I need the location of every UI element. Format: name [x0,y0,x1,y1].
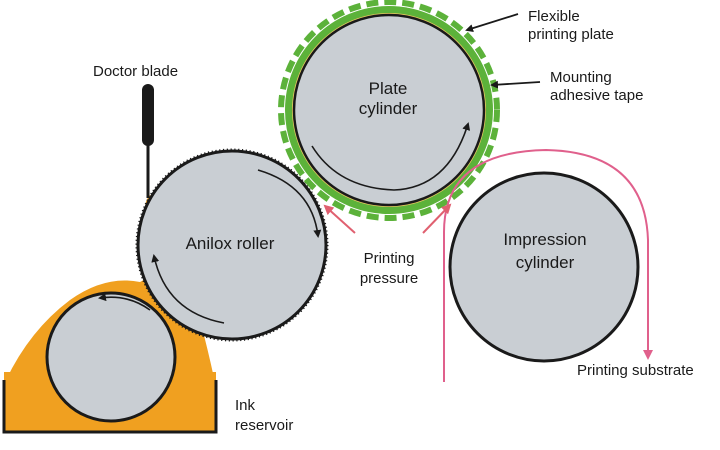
label-mounting-adhesive-tape-1: Mounting [550,69,612,86]
label-printing-pressure-1: Printing [364,250,415,267]
label-plate-cylinder-1: Plate [369,79,408,98]
label-mounting-adhesive-tape-2: adhesive tape [550,87,643,104]
label-ink-reservoir-2: reservoir [235,417,293,434]
doctor-blade [142,84,154,198]
label-impression-cylinder-1: Impression [503,230,586,249]
impression-cylinder [448,171,640,363]
label-printing-substrate: Printing substrate [577,362,694,379]
printing-pressure-arrows [323,203,452,234]
label-plate-cylinder-2: cylinder [359,99,418,118]
plate-cylinder [278,0,500,221]
fountain-roller [45,291,177,423]
label-flexible-printing-plate-2: printing plate [528,26,614,43]
label-impression-cylinder-2: cylinder [516,253,575,272]
label-anilox-roller: Anilox roller [186,234,275,253]
label-printing-pressure-2: pressure [360,270,418,287]
label-ink-reservoir-1: Ink [235,397,256,414]
callout-arrows [465,13,541,89]
printing-substrate-web [443,148,653,382]
anilox-roller [135,148,329,342]
label-doctor-blade: Doctor blade [93,63,178,80]
label-flexible-printing-plate-1: Flexible [528,8,580,25]
